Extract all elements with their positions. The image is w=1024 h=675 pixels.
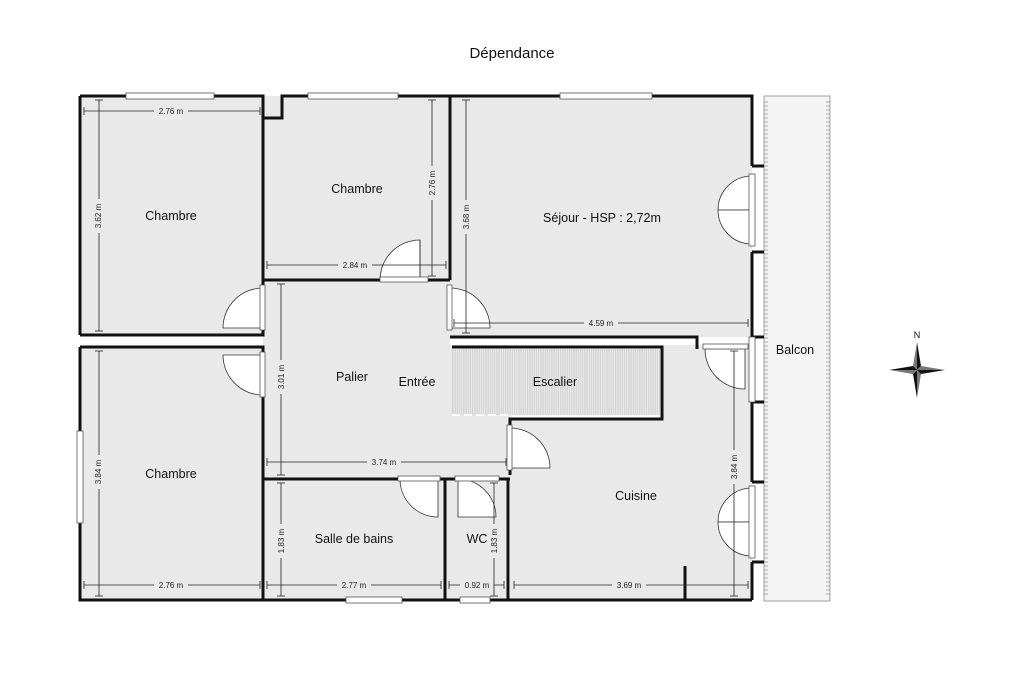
dimension-sejour-height: 3.68 m [462,204,471,229]
room-labels: Chambre Chambre Séjour - HSP : 2,72m Pal… [145,182,814,546]
plan-title: Dépendance [469,45,554,62]
door-sejour [446,284,491,331]
dimension-chambre-1-height: 3.62 m [94,203,103,228]
dimension-sejour-width: 4.59 m [589,319,614,328]
walls [78,94,764,602]
doors [222,173,756,559]
window-chambre-3 [76,430,84,524]
dimension-chambre-3-width: 2.76 m [159,581,184,590]
room-label-balcon: Balcon [776,343,814,357]
door-chambre-1 [222,284,266,331]
dimension-lines: 2.76 m 3.62 m 2.84 m 2.76 m 4.59 m 3.68 … [83,99,749,597]
room-chambre-3-fill [80,347,263,600]
dimension-cuisine-width: 3.69 m [617,581,642,590]
dimension-cuisine-height: 3.84 m [730,454,739,479]
door-chambre-3 [222,351,266,398]
door-kitchen-stair [702,343,749,390]
dimension-wc-width: 0.92 m [465,581,490,590]
room-label-wc: WC [467,532,488,546]
room-cuisine-fill [510,345,752,600]
dimension-salle-de-bains-width: 2.77 m [342,581,367,590]
room-label-chambre-1: Chambre [145,209,196,223]
room-chambre-1-fill [80,96,263,335]
door-wc [454,475,500,518]
door-cuisine-balcony [717,485,756,559]
dimension-wc-height: 1.83 m [490,528,499,553]
room-label-cuisine: Cuisine [615,489,657,503]
window-chambre-1 [125,92,215,100]
dimension-palier-width: 3.74 m [372,458,397,467]
door-sejour-balcony [717,173,756,247]
window-chambre-2 [307,92,399,100]
window-wc [459,596,491,604]
room-palier-fill [263,280,450,479]
window-cuisine [748,336,756,403]
dimension-chambre-2-height: 2.76 m [428,170,437,195]
windows [76,92,756,604]
dimension-chambre-2-width: 2.84 m [343,261,368,270]
room-sejour-fill [450,96,752,337]
room-label-escalier: Escalier [533,375,577,389]
staircase [452,349,660,416]
dimension-chambre-1-width: 2.76 m [159,107,184,116]
compass-rose-icon: N [889,330,945,398]
door-chambre-2 [379,239,429,283]
window-sejour [559,92,653,100]
room-label-chambre-2: Chambre [331,182,382,196]
door-kitchen-palier [506,424,551,471]
window-salle-de-bains [345,596,403,604]
compass-north-label: N [914,330,921,340]
room-label-salle-de-bains: Salle de bains [315,532,394,546]
door-salle-de-bains [397,475,441,518]
room-fills [80,96,752,600]
dimension-palier-height: 3.01 m [277,364,286,389]
dimension-chambre-3-height: 3.84 m [94,459,103,484]
dimension-salle-de-bains-height: 1.83 m [277,528,286,553]
room-label-chambre-3: Chambre [145,467,196,481]
room-label-entree: Entrée [399,375,436,389]
balcony [763,95,831,602]
room-label-palier: Palier [336,370,368,384]
room-label-sejour: Séjour - HSP : 2,72m [543,211,661,225]
